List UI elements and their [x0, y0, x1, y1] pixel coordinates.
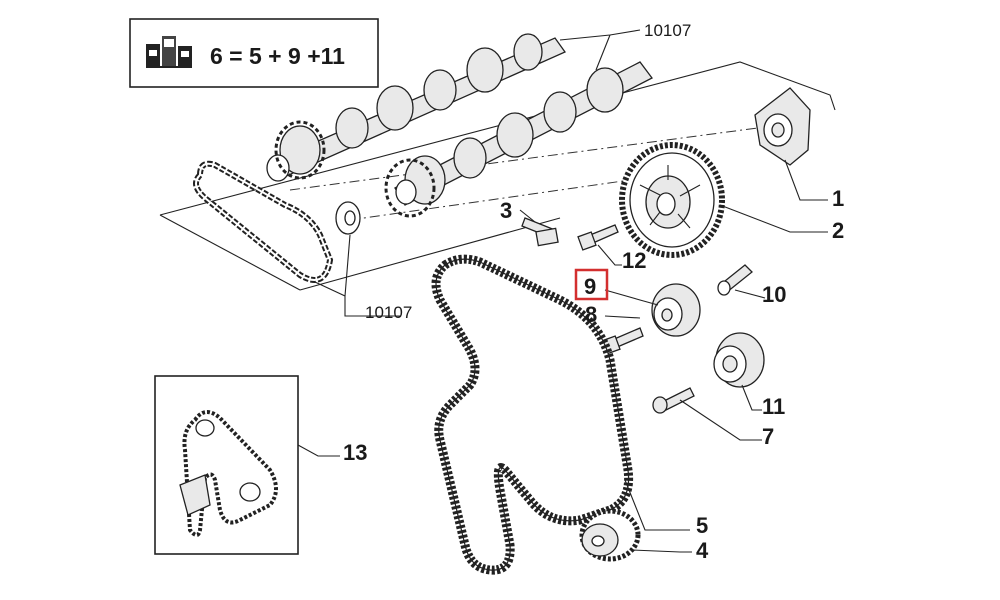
callout-4: 4	[696, 538, 709, 563]
leader-lines	[297, 29, 828, 553]
idler-pulley	[713, 332, 765, 388]
callout-9: 9	[584, 274, 596, 299]
callout-labels: 10107 10107 1 2 3 12 9 8 10 11 7 13 5 4	[343, 21, 844, 563]
bolt-12	[577, 224, 619, 251]
assembly-plane	[159, 61, 836, 291]
tensioner-pulley	[651, 283, 701, 337]
inset-13-frame	[154, 375, 299, 555]
bolt-7	[652, 387, 695, 414]
callout-2: 2	[832, 218, 844, 243]
cam-pulley	[619, 142, 725, 258]
bolt-3	[521, 217, 559, 247]
timing-belt	[431, 254, 634, 575]
callout-1: 1	[832, 186, 844, 211]
washer	[335, 201, 361, 235]
callout-10107-bottom: 10107	[365, 303, 412, 322]
timing-chain	[193, 160, 334, 283]
crank-sprocket	[579, 508, 641, 562]
callout-12: 12	[622, 248, 646, 273]
hub-plate	[754, 87, 811, 166]
parts-kit-icon	[146, 36, 192, 68]
callout-3: 3	[500, 198, 512, 223]
callout-10107-top: 10107	[644, 21, 691, 40]
callout-7: 7	[762, 424, 774, 449]
callout-11: 11	[762, 394, 785, 419]
camshaft-lower	[384, 61, 653, 218]
camshaft-upper	[266, 33, 566, 182]
callout-13: 13	[343, 440, 367, 465]
callout-8: 8	[585, 302, 597, 327]
kit-box: 6 = 5 + 9 +11	[129, 18, 379, 88]
highlight-part-9	[574, 268, 609, 301]
callout-10: 10	[762, 282, 786, 307]
kit-formula: 6 = 5 + 9 +11	[210, 43, 345, 69]
stud-10	[717, 264, 753, 296]
callout-5: 5	[696, 513, 708, 538]
